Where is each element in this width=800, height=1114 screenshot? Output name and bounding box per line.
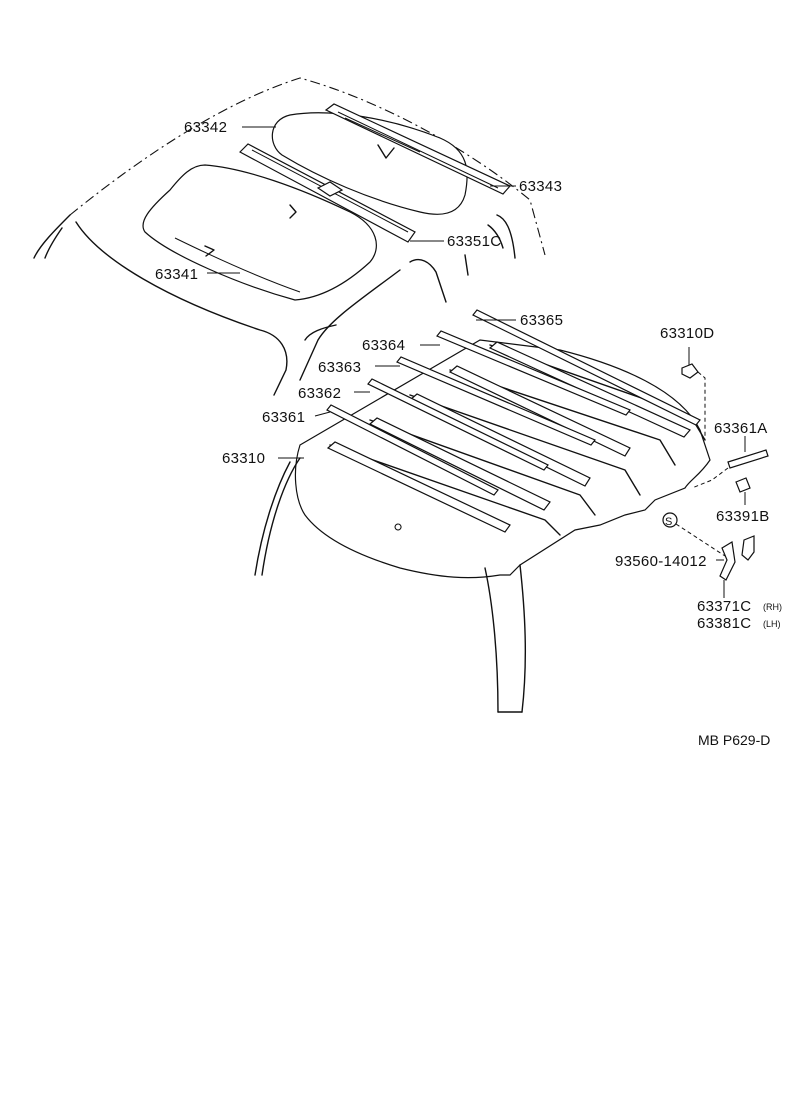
label-screw-symbol: S <box>665 516 673 528</box>
leader-lines <box>207 126 746 598</box>
part-labels: 63342 63343 63351C 63341 63365 63310D 63… <box>155 119 782 748</box>
sunroof-front-panel <box>142 164 377 301</box>
label-63381c-side: (LH) <box>763 619 781 629</box>
label-63363: 63363 <box>318 359 361 376</box>
loose-strips <box>326 309 701 496</box>
label-63371c-side: (RH) <box>763 602 782 612</box>
label-63391b: 63391B <box>716 508 770 525</box>
label-63371c: 63371C <box>697 598 751 615</box>
label-63381c: 63381C <box>697 615 751 632</box>
label-63361: 63361 <box>262 409 305 426</box>
label-63342: 63342 <box>184 119 227 136</box>
label-93560-14012: 93560-14012 <box>615 553 707 570</box>
figure-code: MB P629-D <box>698 732 770 748</box>
vehicle-roof-outline <box>33 77 546 396</box>
label-63343: 63343 <box>519 178 562 195</box>
label-63341: 63341 <box>155 266 198 283</box>
center-rail <box>239 143 416 243</box>
label-63365: 63365 <box>520 312 563 329</box>
label-63351c: 63351C <box>447 233 501 250</box>
label-63310: 63310 <box>222 450 265 467</box>
label-63364: 63364 <box>362 337 405 354</box>
label-63361a: 63361A <box>714 420 768 437</box>
label-63310d: 63310D <box>660 325 714 342</box>
hardware <box>662 363 769 581</box>
rear-weatherstrip <box>324 103 511 195</box>
sunroof-rear-panel <box>271 112 468 215</box>
label-63362: 63362 <box>298 385 341 402</box>
